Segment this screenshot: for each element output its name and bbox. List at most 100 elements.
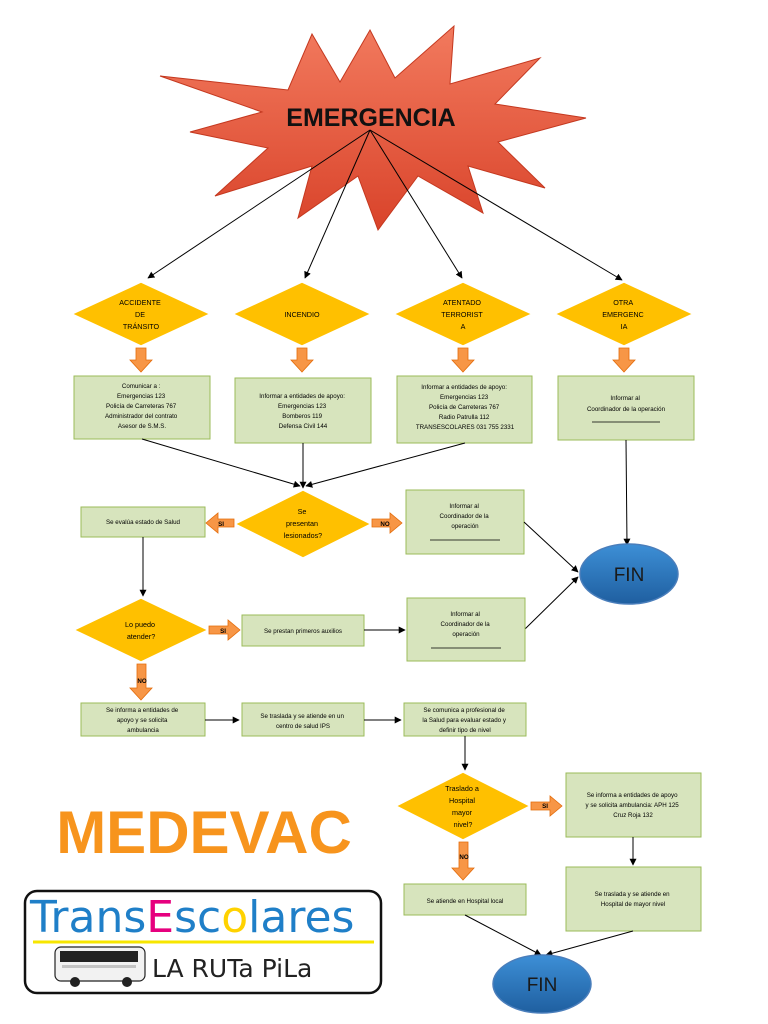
box-shape — [403, 883, 527, 916]
action-box-incendio: Informar a entidades de apoyo: Emergenci… — [234, 377, 372, 444]
connector-line — [623, 439, 631, 546]
down-arrow-icon — [129, 663, 153, 701]
decision-traslado: Traslado a Hospital mayor nivel? — [394, 771, 532, 841]
box-shape — [80, 702, 206, 737]
diamond-shape — [553, 281, 695, 347]
box-text: Informar a entidades de apoyo: Emergenci… — [259, 393, 346, 430]
box-shape — [405, 489, 525, 555]
category-diamond-incendio: INCENDIO — [231, 281, 373, 347]
box-shape — [557, 375, 695, 441]
box-hospital-mayor: Se traslada y se atiende en Hospital de … — [565, 866, 702, 932]
diamond-shape — [392, 281, 534, 347]
action-box-otra: Informar al Coordinador de la operación — [557, 375, 695, 441]
connector-line — [369, 129, 623, 281]
si-arrow-left: SI — [205, 512, 235, 534]
down-arrow-icon — [451, 347, 475, 373]
box-text: Se informa a entidades de apoyo y se sol… — [106, 707, 180, 734]
box-text: Se prestan primeros auxilios — [264, 628, 342, 635]
category-diamond-accidente: ACCIDENTE DE TRÁNSITO — [70, 281, 212, 347]
no-label: NO — [137, 678, 146, 685]
box-text: Comunicar a : Emergencias 123 Policía de… — [105, 383, 179, 430]
down-arrow-icon — [290, 347, 314, 373]
box-shape — [403, 702, 527, 737]
connector-line — [369, 129, 463, 279]
fin-oval-top: FIN — [579, 543, 679, 605]
diamond-label: INCENDIO — [284, 310, 320, 319]
box-hospital-local: Se atiende en Hospital local — [403, 883, 527, 916]
down-arrow-icon — [612, 347, 636, 373]
box-text: Informar al Coordinador de la operación — [440, 503, 491, 530]
box-shape — [80, 506, 206, 538]
left-arrow-icon — [205, 512, 235, 534]
oval-shape — [492, 954, 592, 1014]
emergency-starburst: EMERGENCIA — [159, 24, 587, 232]
connector-line — [524, 576, 579, 630]
logo-brand-text: TransEscolares — [29, 892, 354, 943]
diamond-shape — [394, 771, 532, 841]
box-shape — [241, 702, 365, 737]
connector-line — [304, 129, 371, 279]
diamond-label: Lo puedo atender? — [125, 620, 157, 641]
right-arrow-icon — [208, 619, 241, 641]
logo-slogan: LA RUTa PiLa — [152, 954, 312, 983]
connector-line — [305, 442, 466, 488]
connector-line — [523, 521, 579, 573]
box-aph: Se informa a entidades de apoyo y se sol… — [565, 772, 702, 838]
title: EMERGENCIA — [286, 104, 455, 132]
decision-lesionados: Se presentan lesionados? — [233, 489, 373, 559]
fin-label: FIN — [527, 975, 558, 996]
box-text: Se comunica a profesional de la Salud pa… — [422, 707, 507, 734]
box-text: Informar al Coordinador de la operación — [587, 395, 666, 413]
right-arrow-icon — [371, 512, 403, 534]
diamond-shape — [70, 281, 212, 347]
action-box-atentado: Informar a entidades de apoyo: Emergenci… — [396, 375, 533, 444]
box-shape — [565, 772, 702, 838]
diamond-shape — [231, 281, 373, 347]
no-label: NO — [459, 854, 468, 861]
si-label: SI — [542, 803, 548, 810]
category-diamond-otra: OTRA EMERGENC IA — [553, 281, 695, 347]
box-shape — [406, 597, 526, 662]
category-diamond-atentado: ATENTADO TERRORIST A — [392, 281, 534, 347]
box-informar-coordinador-1: Informar al Coordinador de la operación — [405, 489, 525, 555]
no-label: NO — [380, 521, 389, 528]
diamond-shape — [233, 489, 373, 559]
box-primeros-auxilios: Se prestan primeros auxilios — [241, 614, 365, 647]
si-arrow-right: SI — [208, 619, 241, 641]
starburst-shape — [159, 24, 587, 232]
medevac-heading: MEDEVAC — [56, 799, 352, 866]
diamond-label: OTRA EMERGENC IA — [602, 298, 646, 331]
transescolares-logo: TransEscolares LA RUTa PiLa — [23, 889, 383, 995]
connector-line — [464, 914, 542, 956]
diamond-label: ACCIDENTE DE TRÁNSITO — [119, 298, 163, 331]
connector-line — [141, 438, 301, 488]
box-text: Se traslada y se atiende en Hospital de … — [595, 891, 672, 908]
box-text: Se informa a entidades de apoyo y se sol… — [586, 792, 681, 819]
box-text: Se traslada y se atiende en un centro de… — [260, 713, 345, 730]
box-comunica-profesional: Se comunica a profesional de la Salud pa… — [403, 702, 527, 737]
box-evalua-salud: Se evalúa estado de Salud — [80, 506, 206, 538]
diamond-shape — [72, 597, 210, 663]
bus-icon — [54, 946, 146, 987]
right-arrow-icon — [530, 795, 563, 817]
box-text: Se atiende en Hospital local — [427, 898, 504, 905]
diamond-label: ATENTADO TERRORIST A — [441, 298, 484, 331]
no-arrow-down-2: NO — [451, 841, 475, 881]
box-text: Se evalúa estado de Salud — [106, 519, 181, 526]
diamond-label: Se presentan lesionados? — [284, 507, 322, 540]
connector-line — [545, 930, 634, 957]
box-text: Informar al Coordinador de la operación — [441, 611, 492, 638]
si-label: SI — [220, 628, 226, 635]
oval-shape — [579, 543, 679, 605]
box-shape — [396, 375, 533, 444]
no-arrow-right: NO — [371, 512, 403, 534]
down-arrow-icon — [129, 347, 153, 373]
decision-atender: Lo puedo atender? — [72, 597, 210, 663]
fin-label: FIN — [614, 565, 645, 586]
diamond-label: Traslado a Hospital mayor nivel? — [445, 784, 481, 829]
fin-oval-bottom: FIN — [492, 954, 592, 1014]
box-shape — [234, 377, 372, 444]
title-connectors — [147, 129, 623, 281]
connector-line — [147, 129, 371, 279]
